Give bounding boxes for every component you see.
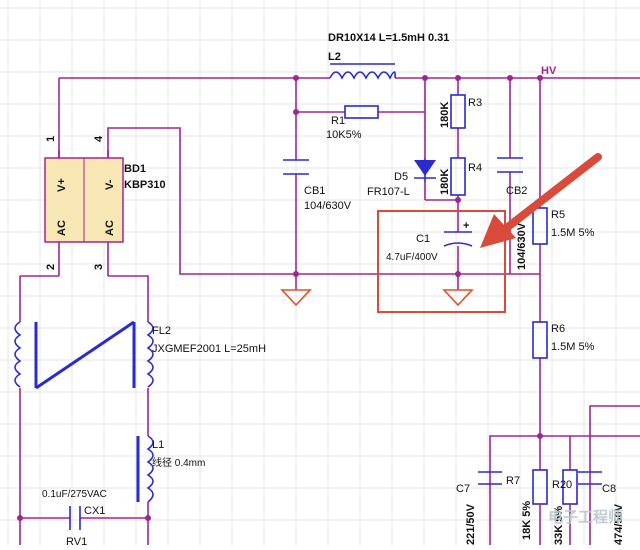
cb1-value-label: 104/630V bbox=[304, 200, 352, 212]
r20-value-label: 33K 5% bbox=[553, 506, 565, 545]
cx1-value-label: 0.1uF/275VAC bbox=[42, 489, 107, 500]
capacitor-cb1: CB1 104/630V bbox=[283, 159, 352, 212]
r3-value-label: 180K bbox=[439, 102, 451, 128]
l1-ref-label: L1 bbox=[152, 439, 164, 451]
c1-polarity-mark: + bbox=[463, 220, 469, 232]
annotation-arrow bbox=[480, 153, 602, 248]
r4-ref-label: R4 bbox=[468, 162, 482, 174]
cb2-value-label: 104/630V bbox=[516, 222, 528, 270]
resistor-r7: R7 18K 5% bbox=[506, 469, 548, 545]
r1-value-label: 10K5% bbox=[326, 129, 362, 141]
resistor-r3: 180K R3 bbox=[439, 94, 482, 129]
pin-3-label: 3 bbox=[93, 264, 105, 270]
capacitor-c1: + C1 4.7uF/400V bbox=[386, 220, 473, 263]
capacitor-cx1: 0.1uF/275VAC CX1 RV1 bbox=[42, 489, 107, 548]
bridge-bd1: V+ V- AC AC BD1 KBP310 1 4 2 3 bbox=[44, 135, 166, 270]
bd1-pin-vminus: V- bbox=[104, 179, 116, 190]
bd1-pin-ac2: AC bbox=[104, 220, 116, 236]
c1-ref-label: C1 bbox=[416, 233, 430, 245]
cx1-ref-label: CX1 bbox=[84, 505, 105, 517]
c8-value-label: 474/50V bbox=[613, 503, 625, 545]
resistor-r20: R20 33K 5% bbox=[552, 469, 578, 545]
ground-icon bbox=[442, 289, 474, 307]
inductor-l1: L1 线径 0.4mm bbox=[136, 435, 205, 503]
cb1-ref-label: CB1 bbox=[304, 185, 325, 197]
r4-value-label: 180K bbox=[439, 169, 451, 195]
bd1-pin-ac1: AC bbox=[56, 220, 68, 236]
r6-ref-label: R6 bbox=[551, 323, 565, 335]
highlight-box bbox=[377, 210, 506, 313]
bd1-ref-label: BD1 bbox=[124, 163, 146, 175]
l1-value-label: 线径 0.4mm bbox=[152, 456, 205, 469]
resistor-r1: R1 10K5% bbox=[326, 105, 379, 141]
r5-ref-label: R5 bbox=[551, 209, 565, 221]
resistor-r4: 180K R4 bbox=[439, 157, 482, 196]
junctions bbox=[17, 75, 543, 521]
capacitor-c7: C7 221/50V bbox=[456, 471, 502, 545]
inductor-l2: DR10X14 L=1.5mH 0.31 L2 bbox=[328, 32, 449, 80]
resistor-r5: R5 1.5M 5% bbox=[532, 207, 595, 245]
bd1-pin-vplus: V+ bbox=[56, 178, 68, 192]
r7-ref-label: R7 bbox=[506, 475, 520, 487]
net-label-hv: HV bbox=[541, 65, 557, 77]
choke-fl2: FL2 JXGMEF2001 L=25mH bbox=[14, 320, 266, 390]
pin-1-label: 1 bbox=[45, 136, 57, 142]
l2-ref-label: L2 bbox=[328, 51, 341, 63]
bd1-part-label: KBP310 bbox=[124, 179, 166, 191]
r7-value-label: 18K 5% bbox=[521, 501, 533, 540]
ground-symbols bbox=[280, 289, 474, 307]
watermark: 电子工程师 bbox=[548, 508, 623, 526]
ground-icon bbox=[280, 289, 312, 307]
r6-value-label: 1.5M 5% bbox=[551, 341, 595, 353]
cb2-ref-label: CB2 bbox=[506, 185, 527, 197]
fl2-part-label: JXGMEF2001 L=25mH bbox=[152, 343, 266, 355]
d5-ref-label: D5 bbox=[394, 171, 408, 183]
c8-ref-label: C8 bbox=[602, 483, 616, 495]
d5-value-label: FR107-L bbox=[367, 186, 410, 198]
c7-value-label: 221/50V bbox=[465, 503, 477, 545]
diode-d5: D5 FR107-L bbox=[367, 158, 436, 198]
wires bbox=[19, 77, 640, 545]
r3-ref-label: R3 bbox=[468, 97, 482, 109]
pin-2-label: 2 bbox=[45, 264, 57, 270]
resistor-r6: R6 1.5M 5% bbox=[532, 321, 595, 359]
pin-4-label: 4 bbox=[93, 135, 105, 142]
fl2-ref-label: FL2 bbox=[152, 325, 171, 337]
capacitor-c8: C8 474/50V bbox=[578, 471, 625, 545]
capacitor-cb2: CB2 104/630V bbox=[497, 157, 528, 270]
c1-value-label: 4.7uF/400V bbox=[386, 252, 438, 263]
c7-ref-label: C7 bbox=[456, 483, 470, 495]
l2-part-label: DR10X14 L=1.5mH 0.31 bbox=[328, 32, 449, 44]
r1-ref-label: R1 bbox=[331, 115, 345, 127]
r20-ref-label: R20 bbox=[552, 479, 572, 491]
r5-value-label: 1.5M 5% bbox=[551, 227, 595, 239]
rv1-ref-label: RV1 bbox=[66, 536, 87, 545]
